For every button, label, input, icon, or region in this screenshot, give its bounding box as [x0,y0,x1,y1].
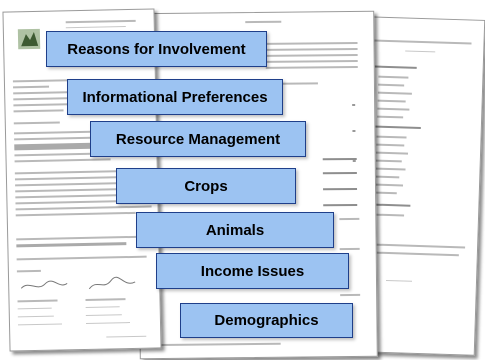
text-line [370,203,411,207]
text-line [322,157,357,161]
text-line [17,299,58,303]
text-line [14,158,111,163]
label-reasons-for-involvement: Reasons for Involvement [46,31,267,67]
text-line [405,50,436,53]
margin-mark [352,129,356,132]
text-line [372,125,421,129]
text-line [374,183,404,187]
text-line [245,20,282,24]
text-line [106,335,147,338]
text-line [376,143,405,147]
text-line [323,203,358,207]
text-line [375,151,409,155]
text-line [374,191,397,195]
text-line [160,342,281,347]
cover-letter-page [2,8,162,352]
text-line [375,159,402,163]
label-demographics: Demographics [180,303,353,338]
text-line [265,53,358,57]
text-line [377,99,406,103]
text-line [15,211,136,217]
text-line [65,19,136,24]
text-line [13,109,64,113]
text-line [18,323,63,326]
text-line [377,91,412,95]
label-income-issues: Income Issues [156,253,349,289]
text-line [375,175,400,179]
text-line [340,293,361,297]
text-line [13,85,50,89]
text-line [339,217,360,221]
text-line [378,83,405,87]
text-line [322,171,357,175]
text-line [368,251,459,257]
text-line [375,167,406,171]
text-line [65,26,126,29]
text-line [377,107,410,111]
signatures-icon [20,276,136,290]
text-line [13,121,60,125]
text-line [265,59,358,63]
text-line [16,235,153,241]
text-line [374,65,417,69]
text-line [85,314,122,316]
text-line [378,75,409,79]
text-line [265,65,358,69]
text-line [17,307,52,310]
text-line [13,97,74,101]
text-line [377,115,404,119]
text-line [16,269,41,273]
text-line [265,47,358,51]
text-line [339,247,360,251]
text-line [277,82,318,85]
label-informational-preferences: Informational Preferences [67,79,283,115]
text-line [15,205,152,211]
text-line [16,255,147,261]
margin-mark [352,159,356,162]
text-line [369,243,466,249]
margin-mark [352,103,356,106]
text-line [17,315,54,318]
text-line [385,279,413,282]
text-line [85,322,131,324]
text-line [85,306,120,308]
text-line [323,187,358,191]
text-line [85,298,126,301]
text-line [373,39,472,45]
bold-text-line [16,242,127,248]
label-animals: Animals [136,212,334,248]
letterhead-logo-icon [17,28,41,50]
text-line [265,41,358,45]
label-resource-management: Resource Management [90,121,306,157]
label-crops: Crops [116,168,296,204]
text-line [376,135,407,139]
